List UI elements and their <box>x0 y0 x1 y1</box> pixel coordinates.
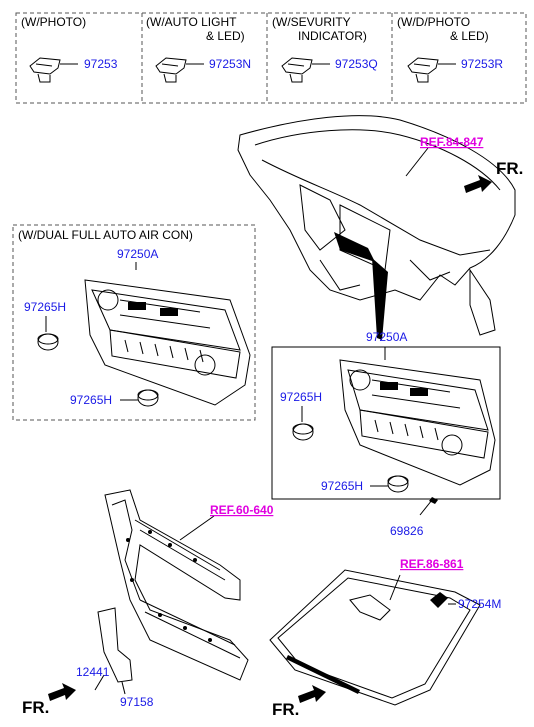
knob-label-top-right[interactable]: 97265H <box>280 390 322 404</box>
option-box-auto-light: (W/AUTO LIGHT & LED) 97253N <box>146 15 251 83</box>
ref-86-861[interactable]: REF.86-861 <box>400 557 464 571</box>
knob-icon <box>387 475 409 493</box>
unit-label-97250A-left[interactable]: 97250A <box>117 247 158 261</box>
windshield-illustration: REF.86-861 <box>269 557 481 706</box>
option-header: INDICATOR) <box>298 29 367 43</box>
frame-illustration: REF.60-640 <box>94 489 274 695</box>
option-box-security: (W/SEVURITY INDICATOR) 97253Q <box>272 15 378 83</box>
fr-label-bottom-mid: FR. <box>272 700 299 719</box>
part-number-97253[interactable]: 97253 <box>84 57 118 71</box>
part-number-97253R[interactable]: 97253R <box>461 57 503 71</box>
bracket-label-97158[interactable]: 97158 <box>120 695 154 709</box>
auto-light-sensor-icon <box>155 57 187 83</box>
part-number-97253N[interactable]: 97253N <box>209 57 251 71</box>
knob-icon <box>292 423 314 441</box>
dashboard-illustration: REF.84-847 FR. <box>237 115 523 340</box>
fr-label-top: FR. <box>496 159 523 178</box>
knob-label-bottom-right[interactable]: 97265H <box>321 479 363 493</box>
knob-icon <box>37 333 59 351</box>
ref-84-847[interactable]: REF.84-847 <box>420 135 484 149</box>
knob-label-top-left[interactable]: 97265H <box>24 300 66 314</box>
option-header: & LED) <box>206 29 245 43</box>
option-header: (W/AUTO LIGHT <box>146 15 237 29</box>
bolt-label-12441[interactable]: 12441 <box>76 665 110 679</box>
left-box-header: (W/DUAL FULL AUTO AIR CON) <box>18 228 193 242</box>
option-header: (W/PHOTO) <box>21 15 86 29</box>
fr-arrow-icon <box>464 175 492 193</box>
screw-icon <box>419 497 438 516</box>
right-aircon-box: 97250A 97265H 97265H <box>271 330 501 500</box>
screw-label-69826[interactable]: 69826 <box>390 524 424 538</box>
sensor-label-97254M[interactable]: 97254M <box>458 597 501 611</box>
photo-sensor-icon <box>29 57 61 83</box>
fr-arrow-icon <box>48 683 76 701</box>
option-header: (W/D/PHOTO <box>397 15 470 29</box>
fr-label-bottom-left: FR. <box>22 698 49 717</box>
d-photo-sensor-icon <box>407 57 439 83</box>
unit-label-97250A-right[interactable]: 97250A <box>366 330 407 344</box>
option-header: (W/SEVURITY <box>272 15 351 29</box>
option-box-photo: (W/PHOTO) 97253 <box>21 15 118 83</box>
left-aircon-box: (W/DUAL FULL AUTO AIR CON) 97250A 97265H <box>12 224 256 421</box>
option-header: & LED) <box>450 29 489 43</box>
climate-control-unit-left <box>84 279 251 406</box>
security-indicator-icon <box>281 57 313 83</box>
option-box-d-photo: (W/D/PHOTO & LED) 97253R <box>397 15 503 83</box>
option-boxes: (W/PHOTO) 97253 (W/AUTO LIGHT & LED) 972… <box>15 12 527 104</box>
knob-icon <box>137 389 159 407</box>
part-number-97253Q[interactable]: 97253Q <box>335 57 378 71</box>
fr-arrow-icon <box>298 685 326 703</box>
ref-60-640[interactable]: REF.60-640 <box>210 503 274 517</box>
knob-label-bottom-left[interactable]: 97265H <box>70 393 112 407</box>
climate-control-unit-right <box>339 359 496 486</box>
